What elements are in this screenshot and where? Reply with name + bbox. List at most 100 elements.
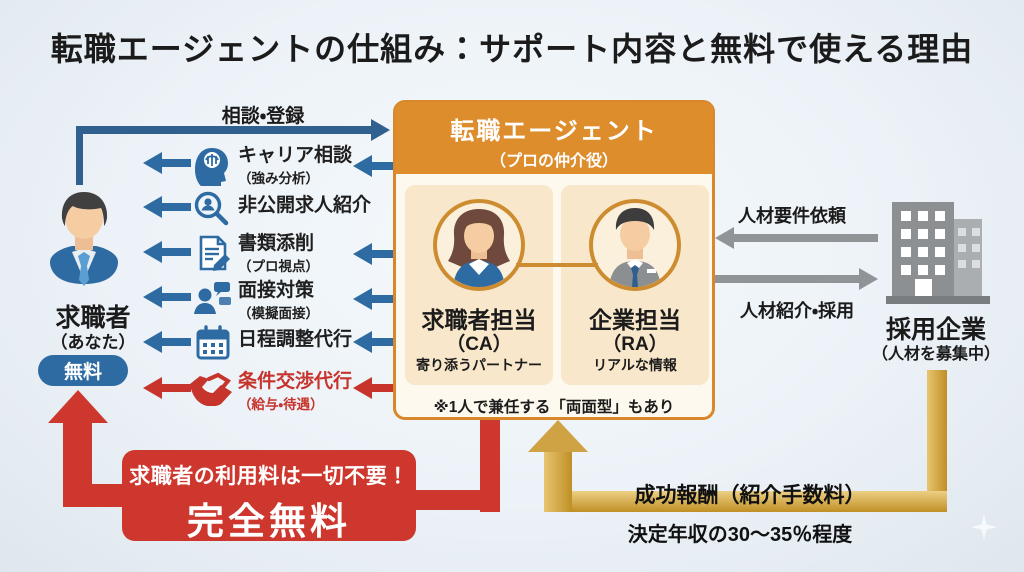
service-row-document: 書類添削 （プロ視点） [238,233,319,275]
arrow-head [143,377,162,399]
register-arrow-bar [76,126,371,134]
service-row-hidden-jobs: 非公開求人紹介 [238,195,371,217]
arrow-head [715,227,734,249]
register-arrow-elbow [76,127,83,185]
talent-intro-arrow [715,268,878,290]
search-person-icon [194,191,229,226]
arrow-head [143,331,162,353]
service-row-interview: 面接対策 （模擬面接） [238,280,319,322]
arrow-head [859,268,878,290]
ca-code: （CA） [446,334,512,355]
free-flow-connector-vertical [480,418,500,512]
register-arrow-label: 相談・登録 [221,106,305,127]
arrow-bar [715,275,859,283]
free-banner-line1: 求職者の利用料は一切不要！ [129,465,409,488]
fee-flow-connector-vertical [927,370,947,512]
service-row-scheduling: 日程調整代行 [238,329,353,351]
free-banner: 求職者の利用料は一切不要！ 完全無料 [122,450,416,542]
ca-title: 求職者担当 [421,307,537,333]
negotiation-arrow-right [353,377,393,399]
arrow-bar [162,159,191,167]
negotiation-arrow-left [143,377,191,399]
free-flow-connector-horizontal-right [405,490,500,510]
agent-box: 転職エージェント （プロの仲介役） 求職者担当 （CA） 寄り添うパートナー [393,100,715,420]
arrow-head [353,331,372,353]
arrow-bar [162,293,191,301]
arrow-head [353,155,372,177]
company-building-icon [886,202,990,304]
free-flow-up-arrow-head [48,390,108,423]
agent-subtitle: （プロの仲介役） [489,153,618,170]
page-title: 転職エージェントの仕組み：サポート内容と無料で使える理由 [50,31,974,67]
arrow-head [143,196,162,218]
job-seeker-label: 求職者 [55,304,131,332]
ca-ra-connector [516,263,598,267]
success-fee-label: 成功報酬（紹介手数料） [634,484,866,507]
document-review-arrow-right [353,243,393,265]
free-badge: 無料 [38,355,128,386]
sparkle-decoration [971,514,997,540]
company-label: 採用企業 [885,316,986,344]
agent-box-header: 転職エージェント （プロの仲介役） [395,102,713,174]
scheduling-arrow-right [353,331,393,353]
service-sublabel: （強み分析） [238,170,319,186]
brain-icon [195,148,228,186]
arrow-bar [162,248,191,256]
register-arrow [76,119,390,141]
ra-avatar [589,199,681,291]
company-sublabel: （人材を募集中） [871,346,1000,363]
agent-note: ※1人で兼任する「両面型」もあり [433,399,675,416]
arrow-bar [372,338,393,346]
register-arrow-head [371,119,390,141]
handshake-icon [190,372,232,406]
calendar-icon [196,325,230,360]
ca-avatar [433,199,525,291]
document-icon [199,235,230,271]
arrow-bar [162,338,191,346]
job-seeker-avatar [50,192,118,286]
fee-flow-up-arrow-shaft [544,448,572,512]
arrow-bar [372,295,393,303]
ra-title: 企業担当 [589,307,681,333]
hidden-jobs-arrow-left [143,196,191,218]
fee-flow-connector-horizontal [545,491,947,512]
free-banner-line2: 完全無料 [187,501,351,542]
service-label: 書類添削 [238,233,315,254]
arrow-bar [162,384,191,392]
service-sublabel: （模擬面接） [238,305,319,321]
arrow-head [143,286,162,308]
arrow-bar [372,384,393,392]
agent-title: 転職エージェント [450,118,658,145]
career-consult-arrow-right [353,155,393,177]
talent-intro-label: 人材紹介・採用 [740,301,855,321]
free-flow-up-arrow-shaft [63,418,92,507]
interview-prep-arrow-left [143,286,191,308]
job-seeker-sublabel: （あなた） [50,333,136,352]
arrow-head [353,377,372,399]
ca-desc: 寄り添うパートナー [416,357,542,373]
interview-prep-arrow-right [353,288,393,310]
scheduling-arrow-left [143,331,191,353]
arrow-head [143,241,162,263]
service-label: 面接対策 [238,280,315,301]
success-fee-detail: 決定年収の30〜35％程度 [627,524,853,546]
service-label: 条件交渉代行 [238,371,353,392]
service-row-negotiation: 条件交渉代行 （給与・待遇） [238,371,353,413]
arrow-bar [372,250,393,258]
talent-request-label: 人材要件依頼 [738,206,846,226]
ra-desc: リアルな情報 [593,357,677,373]
service-label: キャリア相談 [238,145,353,166]
service-sublabel: （プロ視点） [238,258,319,274]
talent-request-arrow [715,227,878,249]
arrow-bar [372,162,393,170]
interview-icon [194,282,231,314]
service-label: 日程調整代行 [238,329,353,350]
arrow-bar [162,203,191,211]
arrow-head [143,152,162,174]
service-sublabel: （給与・待遇） [238,396,324,412]
ra-panel: 企業担当 （RA） リアルな情報 [561,185,709,385]
fee-flow-up-arrow-head [528,420,588,452]
document-review-arrow-left [143,241,191,263]
arrow-head [353,243,372,265]
